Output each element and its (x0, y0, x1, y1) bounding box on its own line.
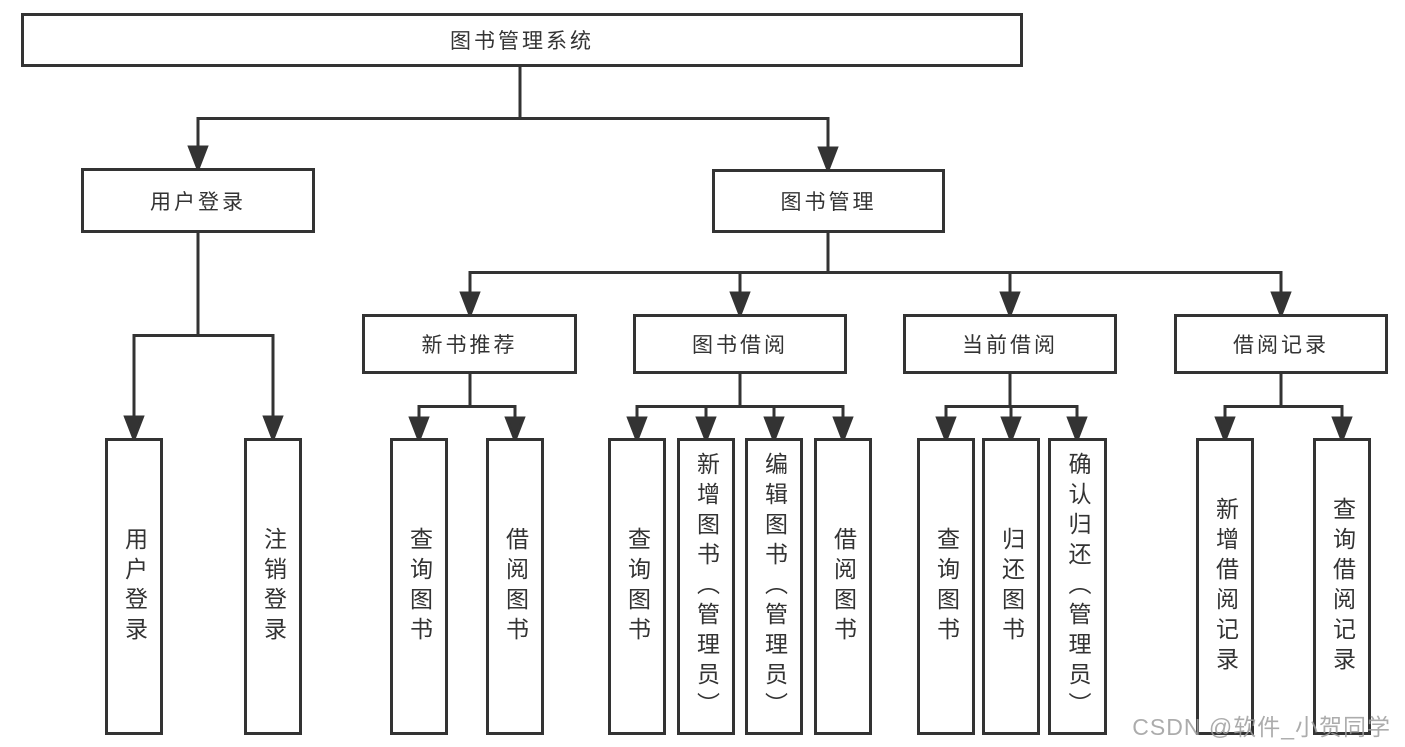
connector-user-login-to-leaves (123, 233, 284, 444)
node-label: 确认归还（管理员） (1065, 451, 1091, 722)
node-label: 图书管理系统 (450, 30, 594, 53)
leaf-query-books-borrowing: 查询图书 (608, 438, 666, 735)
leaf-add-books-admin: 新增图书（管理员） (677, 438, 735, 735)
node-label: 新增图书（管理员） (693, 451, 720, 722)
node-label: 新书推荐 (421, 334, 518, 357)
leaf-query-books-current: 查询图书 (917, 438, 975, 735)
node-book-management: 图书管理 (712, 169, 945, 233)
leaf-query-books-recommend: 查询图书 (390, 438, 448, 735)
connector-book-borrowing-to-leaves (626, 374, 854, 445)
node-label: 查询图书 (406, 526, 433, 647)
leaf-borrow-books-recommend: 借阅图书 (486, 438, 544, 735)
leaf-add-borrow-record: 新增借阅记录 (1196, 438, 1254, 735)
node-new-book-recommend: 新书推荐 (362, 314, 577, 374)
node-current-borrowing: 当前借阅 (903, 314, 1117, 374)
connector-book-management-to-level3 (459, 233, 1292, 320)
node-label: 借阅记录 (1233, 334, 1329, 357)
leaf-edit-books-admin: 编辑图书（管理员） (745, 438, 803, 735)
node-book-borrowing: 图书借阅 (633, 314, 847, 374)
leaf-user-login: 用户登录 (105, 438, 163, 735)
node-label: 编辑图书（管理员） (761, 451, 788, 722)
connector-new-book-to-leaves (408, 374, 526, 445)
connector-current-borrowing-to-leaves (935, 374, 1088, 445)
node-label: 借阅图书 (502, 526, 529, 647)
node-label: 图书管理 (780, 191, 877, 214)
node-label: 用户登录 (150, 190, 246, 214)
node-borrow-records: 借阅记录 (1174, 314, 1388, 374)
node-label: 借阅图书 (830, 526, 857, 647)
node-label: 注销登录 (260, 526, 287, 647)
connector-borrow-records-to-leaves (1214, 374, 1353, 445)
node-label: 查询图书 (624, 526, 651, 647)
leaf-return-books: 归还图书 (982, 438, 1040, 735)
node-label: 查询借阅记录 (1329, 496, 1356, 677)
node-label: 归还图书 (998, 526, 1025, 647)
leaf-confirm-return-admin: 确认归还（管理员） (1048, 438, 1107, 735)
node-label: 查询图书 (933, 526, 960, 647)
node-root-library-system: 图书管理系统 (21, 13, 1023, 67)
csdn-watermark: CSDN @软件_小贺同学 (1132, 714, 1391, 740)
leaf-borrow-books-borrowing: 借阅图书 (814, 438, 872, 735)
node-label: 用户登录 (121, 526, 148, 647)
node-label: 图书借阅 (692, 334, 788, 357)
leaf-logout: 注销登录 (244, 438, 302, 735)
leaf-query-borrow-record: 查询借阅记录 (1313, 438, 1371, 735)
node-label: 新增借阅记录 (1212, 496, 1239, 677)
connector-root-to-level2 (187, 67, 839, 175)
node-label: 当前借阅 (962, 334, 1058, 357)
node-user-login: 用户登录 (81, 168, 315, 233)
